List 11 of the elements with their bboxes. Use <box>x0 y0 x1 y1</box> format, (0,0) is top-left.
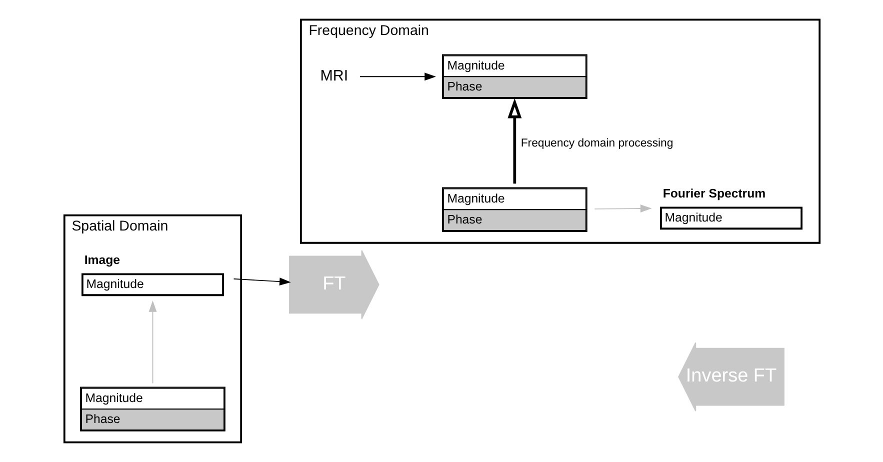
node-box: Magnitude <box>660 206 802 230</box>
node-text: MRI <box>320 67 348 84</box>
arrow <box>594 204 652 213</box>
arrow <box>358 72 436 81</box>
node-label: Fourier Spectrum <box>662 186 766 201</box>
arrow <box>232 278 290 286</box>
node-label: Image <box>84 253 120 268</box>
edge-label: Frequency domain processing <box>520 138 673 150</box>
arrow <box>148 300 156 384</box>
node-box: Magnitude <box>81 273 224 296</box>
arrow <box>507 98 522 184</box>
